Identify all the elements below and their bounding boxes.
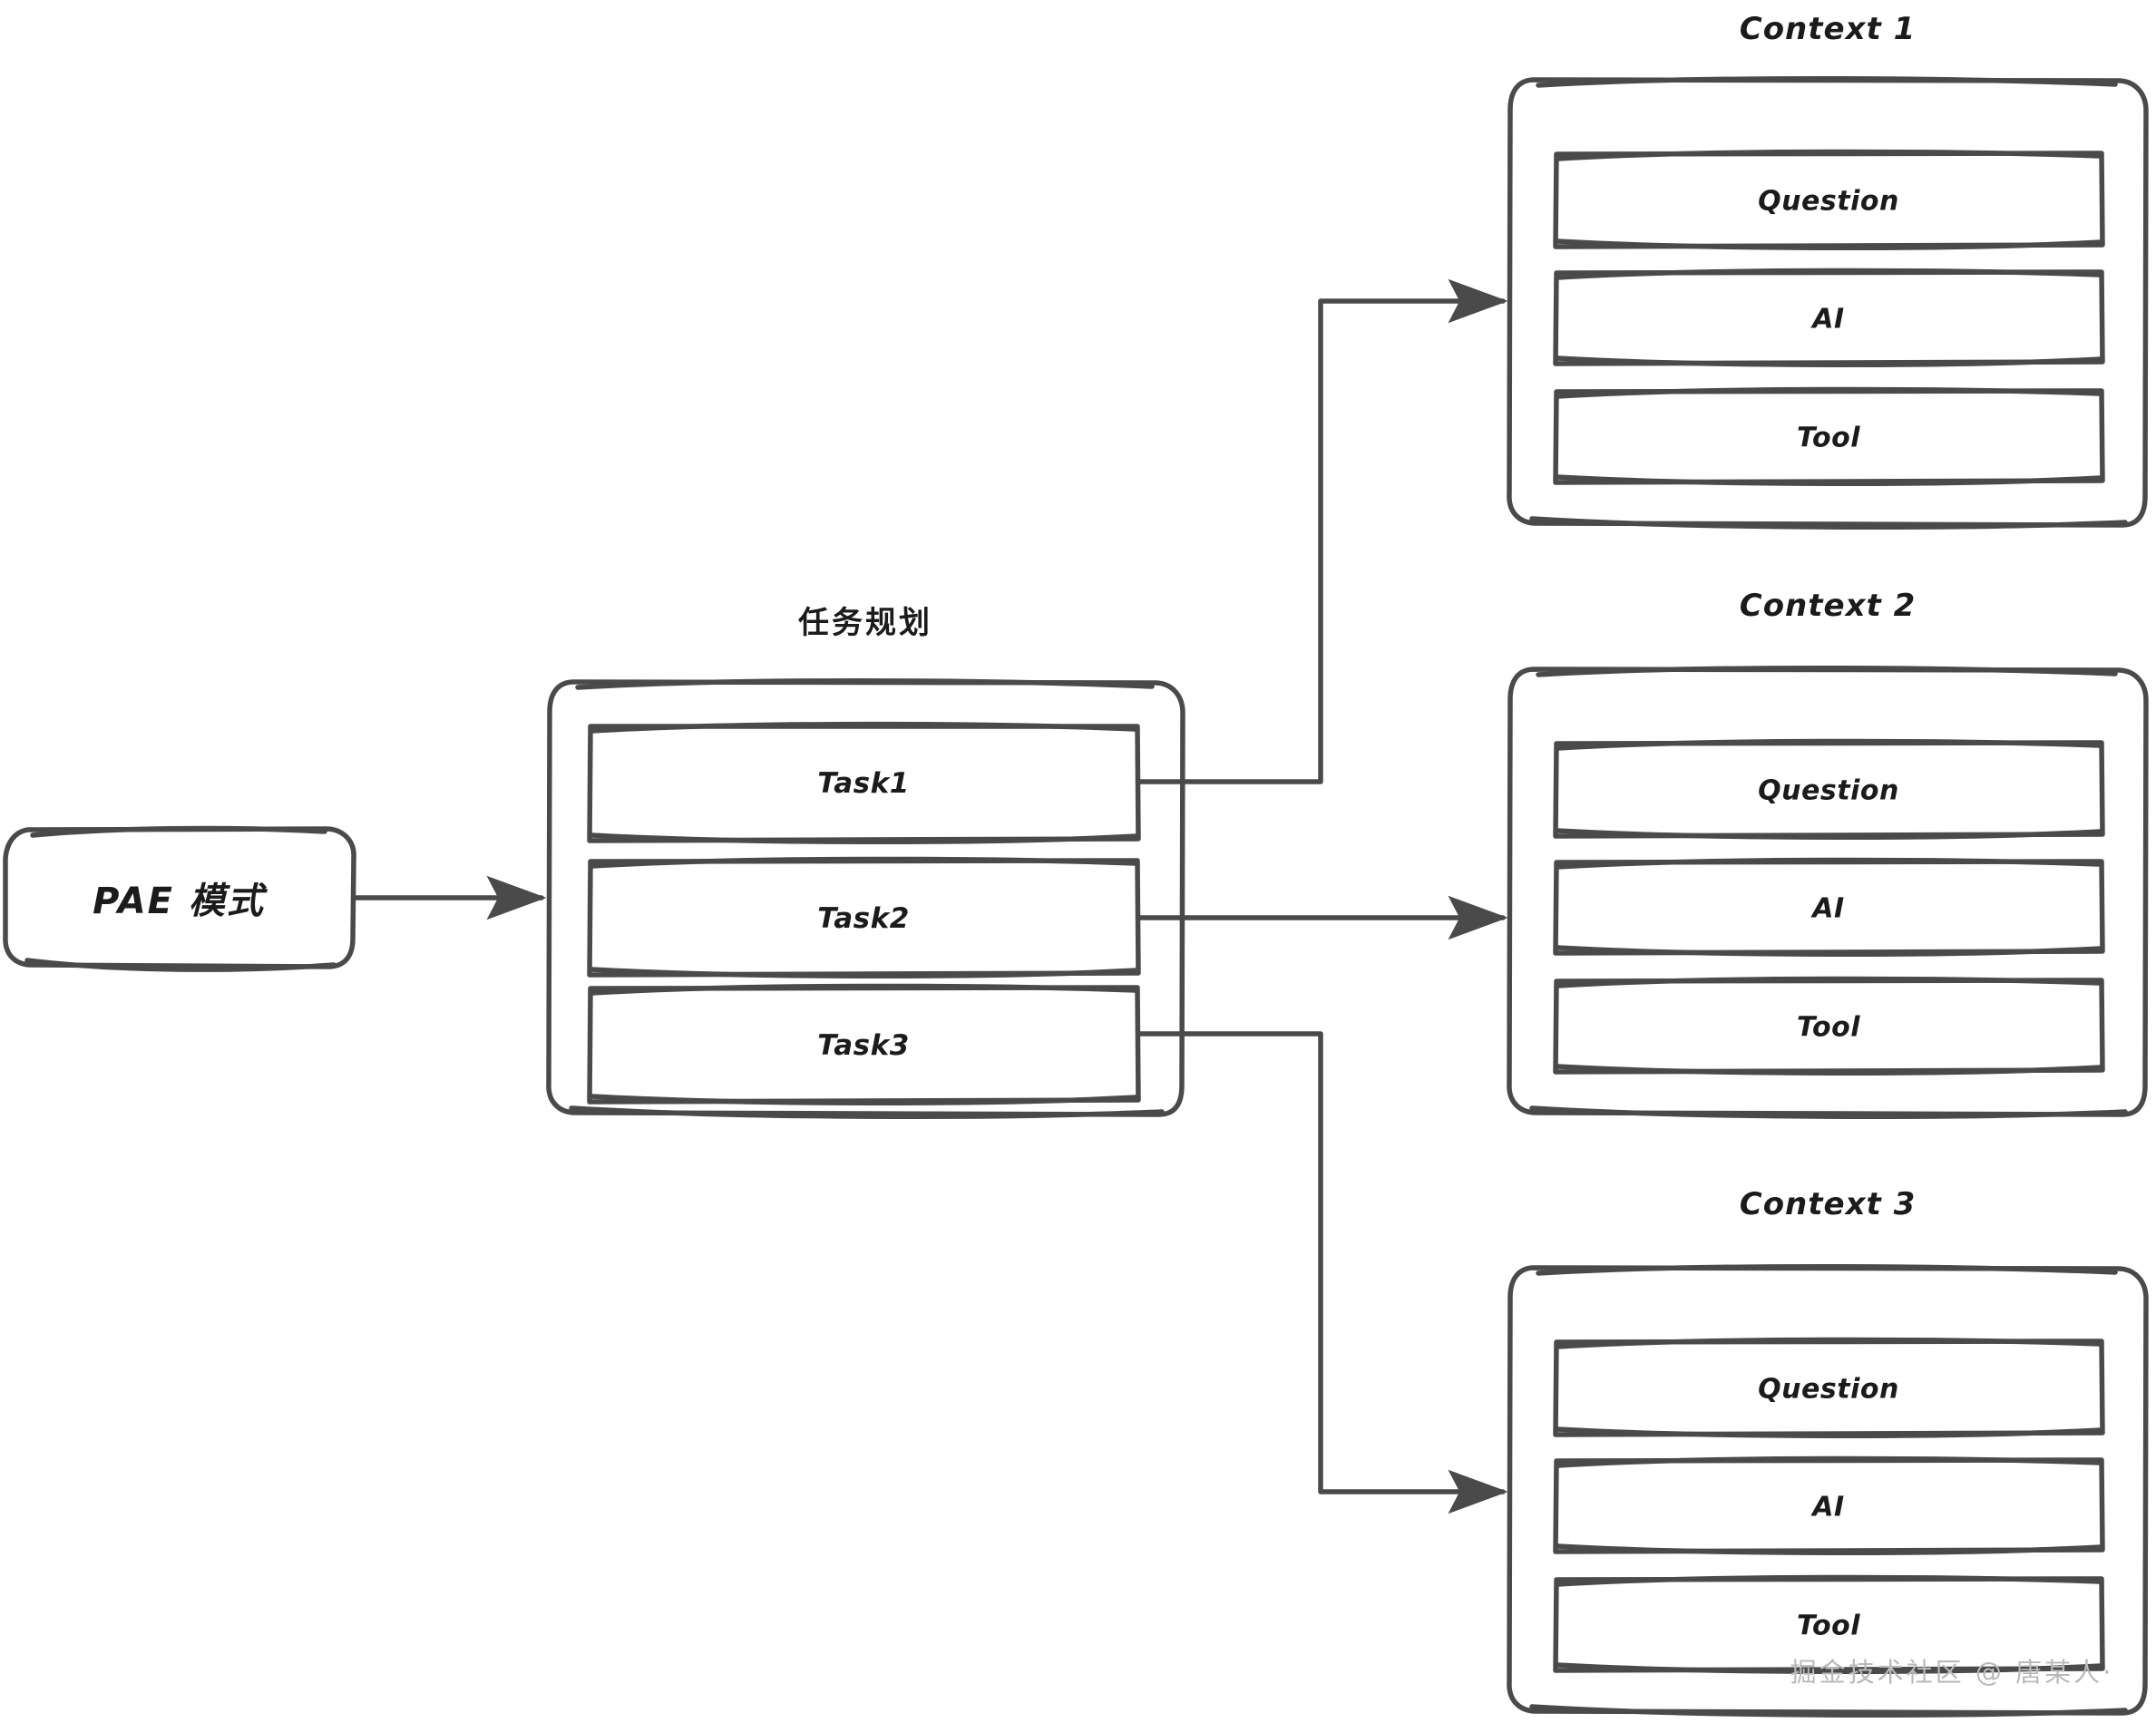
- context-3-ai-box-outline[interactable]: [1553, 1455, 2105, 1556]
- context-2-question-box-outline[interactable]: [1553, 738, 2105, 841]
- task3-box-outline[interactable]: [587, 983, 1141, 1106]
- context-3-tool-box-outline[interactable]: [1553, 1574, 2105, 1675]
- edge-task1-to-context1: [1136, 278, 1508, 784]
- context-3-title: Context 3: [1739, 1186, 1917, 1222]
- context-1-ai-label: AI: [1812, 303, 1845, 336]
- context-2-question-label: Question: [1758, 774, 1899, 807]
- pae-mode-box-outline[interactable]: [3, 825, 356, 972]
- context-1-title: Context 1: [1739, 11, 1917, 47]
- task-planner-title: 任务规划: [798, 605, 932, 641]
- pae-mode-label: PAE 模式: [93, 881, 265, 922]
- context-2-title: Context 2: [1739, 588, 1917, 624]
- task1-box-outline[interactable]: [587, 721, 1141, 845]
- context-2-ai-label: AI: [1812, 892, 1845, 925]
- context-1-question-box-outline[interactable]: [1553, 149, 2105, 251]
- context-3-ai-label: AI: [1812, 1491, 1845, 1523]
- context-2-box-outline[interactable]: [1507, 666, 2149, 1119]
- context-3-tool-label: Tool: [1796, 1610, 1861, 1642]
- task-planner-box-outline[interactable]: [546, 678, 1185, 1119]
- task3-label: Task3: [817, 1029, 910, 1062]
- context-2-ai-box-outline[interactable]: [1553, 857, 2105, 958]
- context-3-question-label: Question: [1758, 1373, 1899, 1406]
- context-1-question-label: Question: [1758, 185, 1899, 218]
- edge-task3-to-context3: [1136, 1031, 1508, 1514]
- watermark-text: 掘金技术社区 @ 唐某人·: [1790, 1657, 2114, 1688]
- context-1-box-outline[interactable]: [1507, 76, 2149, 530]
- context-2-tool-label: Tool: [1796, 1011, 1861, 1044]
- context-1-tool-label: Tool: [1796, 422, 1861, 454]
- task2-label: Task2: [817, 902, 910, 935]
- context-1-tool-box-outline[interactable]: [1553, 386, 2105, 487]
- context-1-ai-box-outline[interactable]: [1553, 268, 2105, 368]
- context-2-tool-box-outline[interactable]: [1553, 976, 2105, 1076]
- task1-label: Task1: [817, 767, 910, 800]
- task2-box-outline[interactable]: [587, 856, 1141, 979]
- context-3-box-outline[interactable]: [1507, 1264, 2149, 1718]
- context-3-question-box-outline[interactable]: [1553, 1337, 2105, 1439]
